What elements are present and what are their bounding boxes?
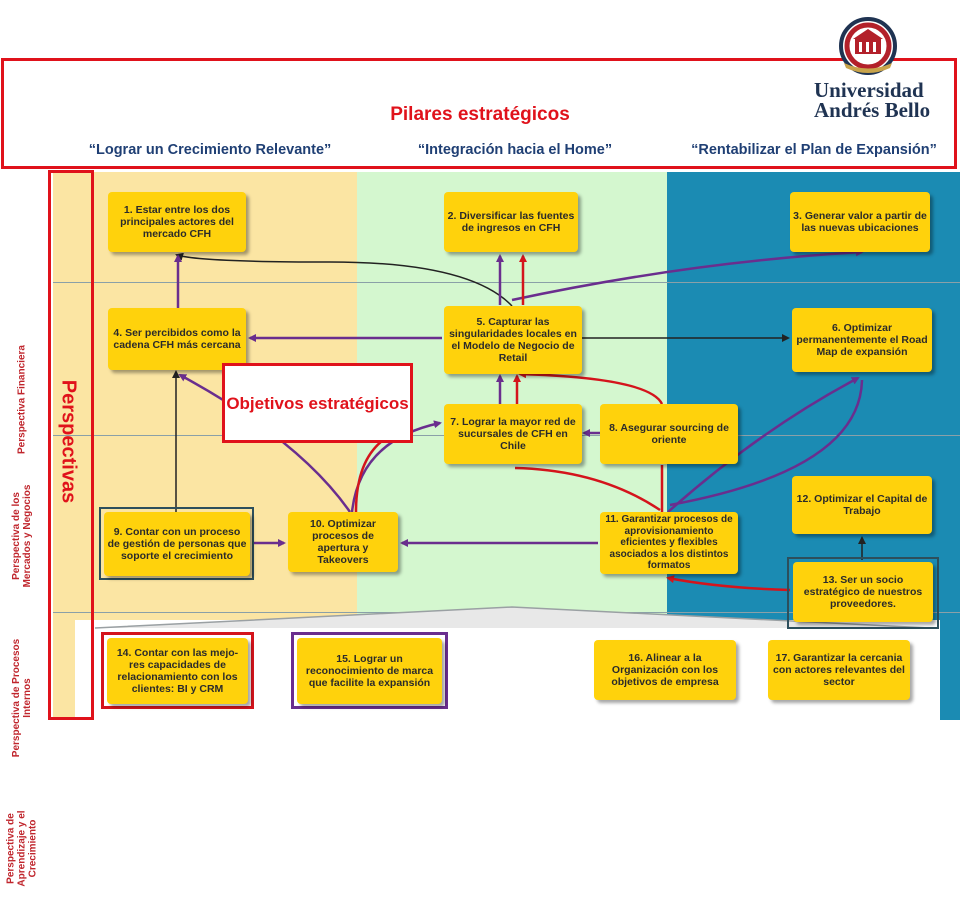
objective-7: 7. Lograr la mayor red de sucursales de … (444, 404, 582, 464)
pillar-header-crecimiento: “Lograr un Crecimiento Relevante” (88, 142, 332, 158)
objective-14: 14. Contar con las mejo-res capacidades … (107, 638, 248, 704)
perspectives-frame (48, 170, 94, 720)
objective-17: 17. Garantizar la cercania con actores r… (768, 640, 910, 700)
perspective-label-column: Perspectiva Financiera Perspectiva de lo… (0, 172, 53, 887)
perspective-financiera-label: Perspectiva Financiera (16, 345, 28, 454)
pillars-frame (1, 58, 957, 169)
objective-14-frame (101, 632, 254, 709)
objective-12: 12. Optimizar el Capital de Trabajo (792, 476, 932, 534)
objective-9-frame (99, 507, 254, 580)
objective-3: 3. Generar valor a partir de las nuevas … (790, 192, 930, 252)
perspective-aprendizaje-label: Perspectiva de Aprendizaje y el Crecimie… (5, 810, 39, 887)
objective-1: 1. Estar entre los dos principales actor… (108, 192, 246, 252)
objective-15-frame (291, 632, 448, 709)
pillar-header-integracion: “Integración hacia el Home” (417, 142, 613, 158)
objective-6: 6. Optimizar permanentemente el Road Map… (792, 308, 932, 372)
objective-16: 16. Alinear a la Organización con los ob… (594, 640, 736, 700)
objective-2: 2. Diversificar las fuentes de ingresos … (444, 192, 578, 252)
objective-9: 9. Contar con un proceso de gestión de p… (104, 512, 250, 576)
objective-10: 10. Optimizar procesos de apertura y Tak… (288, 512, 398, 572)
perspective-procesos-label: Perspectiva de Procesos Internos (11, 638, 33, 758)
objective-15: 15. Lograr un reconocimiento de marca qu… (297, 638, 442, 704)
logo-line-1: Universidad (814, 78, 924, 102)
logo-line-2: Andrés Bello (814, 98, 931, 122)
perspectives-title: Perspectivas (57, 379, 80, 504)
objectives-callout: Objetivos estratégicos (222, 363, 413, 443)
objective-5: 5. Capturar las singularidades locales e… (444, 306, 582, 374)
objective-4: 4. Ser percibidos como la cadena CFH más… (108, 308, 246, 370)
perspective-mercados-label: Perspectiva de los Mercados y Negocios (11, 484, 33, 588)
university-seal-icon (839, 17, 897, 75)
objective-13-frame (787, 557, 939, 629)
university-logo: Universidad Andrés Bello (806, 8, 946, 128)
pillar-header-expansion: “Rentabilizar el Plan de Expansión” (691, 142, 937, 158)
objective-13: 13. Ser un socio estratégico de nuestros… (793, 562, 933, 622)
pillars-title: Pilares estratégicos (390, 104, 570, 125)
row-divider (0, 282, 960, 283)
objective-11: 11. Garantizar procesos de aprovisionami… (600, 512, 738, 574)
objective-8: 8. Asegurar sourcing de oriente (600, 404, 738, 464)
